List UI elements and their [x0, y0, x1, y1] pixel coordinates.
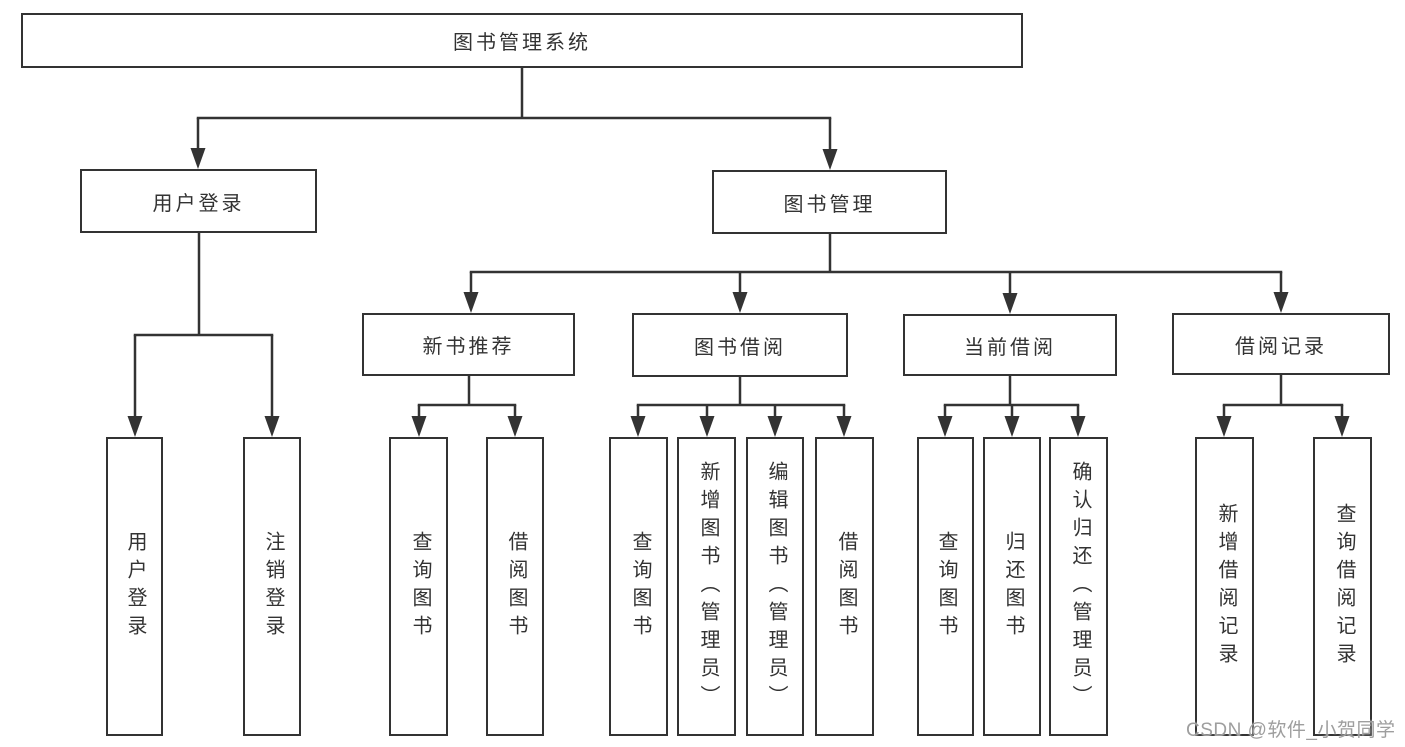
node-book-management: 图书管理 [712, 170, 947, 234]
node-borrowing-records: 借阅记录 [1172, 313, 1390, 375]
csdn-watermark: CSDN @软件_小贺同学 [1186, 720, 1396, 741]
node-new-book-recommend: 新书推荐 [362, 313, 575, 376]
node-user-login: 用户登录 [80, 169, 317, 233]
leaf-add-books-admin: 新增图书（管理员） [677, 437, 736, 736]
leaf-query-books-borrowing: 查询图书 [609, 437, 668, 736]
leaf-query-books-recommend: 查询图书 [389, 437, 448, 736]
node-library-management-system: 图书管理系统 [21, 13, 1023, 68]
leaf-logout-login: 注销登录 [243, 437, 301, 736]
leaf-borrow-books-recommend: 借阅图书 [486, 437, 544, 736]
leaf-query-books-current: 查询图书 [917, 437, 974, 736]
leaf-edit-books-admin: 编辑图书（管理员） [746, 437, 804, 736]
node-current-borrowing: 当前借阅 [903, 314, 1117, 376]
leaf-borrow-books-borrowing: 借阅图书 [815, 437, 874, 736]
leaf-confirm-return-admin: 确认归还（管理员） [1049, 437, 1108, 736]
leaf-add-borrow-record: 新增借阅记录 [1195, 437, 1254, 736]
leaf-user-login: 用户登录 [106, 437, 163, 736]
leaf-return-books: 归还图书 [983, 437, 1041, 736]
leaf-query-borrow-record: 查询借阅记录 [1313, 437, 1372, 736]
node-book-borrowing: 图书借阅 [632, 313, 848, 377]
